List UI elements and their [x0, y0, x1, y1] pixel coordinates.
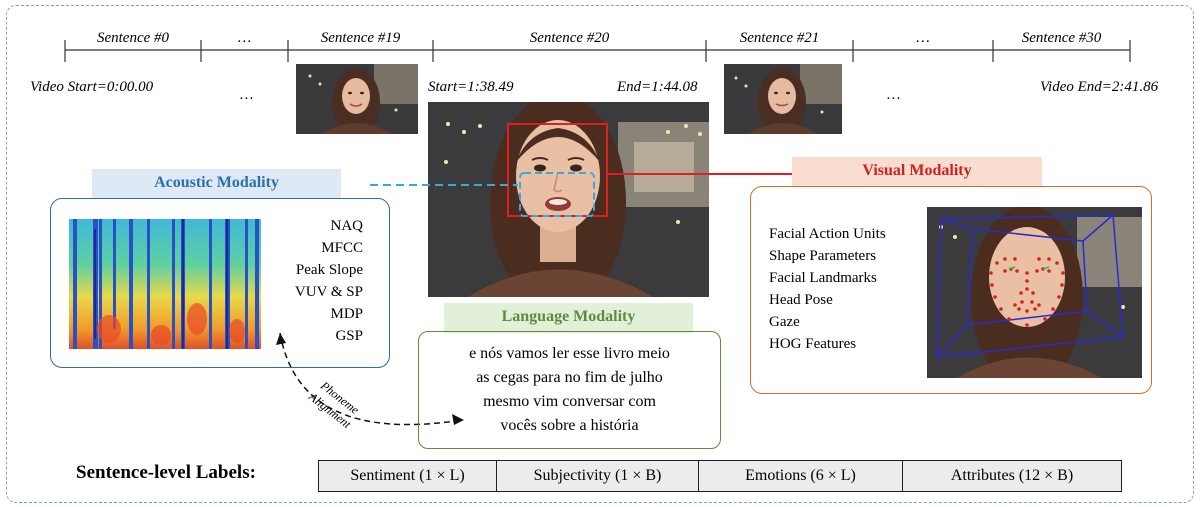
visual-modality-box: Facial Action Units Shape Parameters Fac…	[750, 186, 1152, 394]
sentence-labels-table: Sentiment (1 × L) Subjectivity (1 × B) E…	[318, 460, 1122, 492]
sentence-start-label: Start=1:38.49	[428, 79, 514, 95]
timeline-sentence-30: Sentence #30	[1021, 30, 1102, 46]
label-cell-subjectivity: Subjectivity (1 × B)	[497, 461, 699, 491]
acoustic-feature: GSP	[335, 328, 363, 344]
transcript-line: e nós vamos ler esse livro meio	[469, 345, 670, 362]
language-modality-title: Language Modality	[444, 303, 693, 333]
acoustic-modality-box: NAQ MFCC Peak Slope VUV & SP MDP GSP	[50, 198, 390, 368]
acoustic-feature: MFCC	[321, 240, 363, 256]
gap-ellipsis-left: …	[240, 87, 254, 103]
sentence-end-label: End=1:44.08	[617, 79, 698, 95]
sentence-labels-title: Sentence-level Labels:	[76, 462, 256, 483]
video-end-label: Video End=2:41.86	[1040, 79, 1159, 95]
gap-ellipsis-right: …	[887, 87, 901, 103]
visual-feature: Shape Parameters	[769, 248, 877, 264]
video-thumbnail-sentence-19	[296, 64, 418, 134]
face-landmark-image	[927, 207, 1142, 378]
timeline-sentence-0: Sentence #0	[96, 30, 170, 46]
acoustic-feature: Peak Slope	[295, 262, 363, 278]
figure-frame	[6, 5, 1194, 503]
transcript-line: as cegas para no fim de julho	[476, 369, 663, 386]
video-thumbnail-sentence-21	[724, 64, 842, 134]
visual-feature: Head Pose	[769, 292, 833, 308]
spectrogram-image	[69, 219, 261, 349]
timeline-axis	[64, 40, 1131, 62]
visual-feature: Facial Action Units	[769, 226, 886, 242]
visual-feature: HOG Features	[769, 336, 857, 352]
acoustic-feature: MDP	[330, 306, 363, 322]
label-cell-attributes: Attributes (12 × B)	[950, 467, 1074, 484]
transcript-line: mesmo vim conversar com	[483, 393, 656, 410]
visual-modality-title: Visual Modality	[792, 157, 1042, 187]
visual-feature: Gaze	[769, 314, 800, 330]
label-cell-emotions: Emotions (6 × L)	[699, 461, 903, 491]
visual-feature-list: Facial Action Units Shape Parameters Fac…	[769, 223, 886, 355]
visual-feature: Facial Landmarks	[769, 270, 877, 286]
timeline-sentence-19: Sentence #19	[320, 30, 401, 46]
timeline-ellipsis-right: …	[916, 30, 930, 46]
transcript-line: vocês sobre a história	[500, 417, 639, 434]
acoustic-feature: VUV & SP	[294, 284, 363, 300]
acoustic-feature: NAQ	[330, 218, 364, 234]
language-modality-box: e nós vamos ler esse livro meio as cegas…	[418, 331, 721, 449]
acoustic-modality-title: Acoustic Modality	[92, 169, 341, 199]
acoustic-feature-list: NAQ MFCC Peak Slope VUV & SP MDP GSP	[295, 215, 363, 347]
label-cell-sentiment: Sentiment (1 × L)	[319, 461, 497, 491]
video-frame-sentence-20	[428, 102, 709, 297]
video-start-label: Video Start=0:00.00	[30, 79, 154, 95]
timeline-sentence-21: Sentence #21	[739, 30, 820, 46]
timeline-sentence-20: Sentence #20	[529, 30, 610, 46]
timeline-ellipsis-left: …	[237, 30, 252, 46]
